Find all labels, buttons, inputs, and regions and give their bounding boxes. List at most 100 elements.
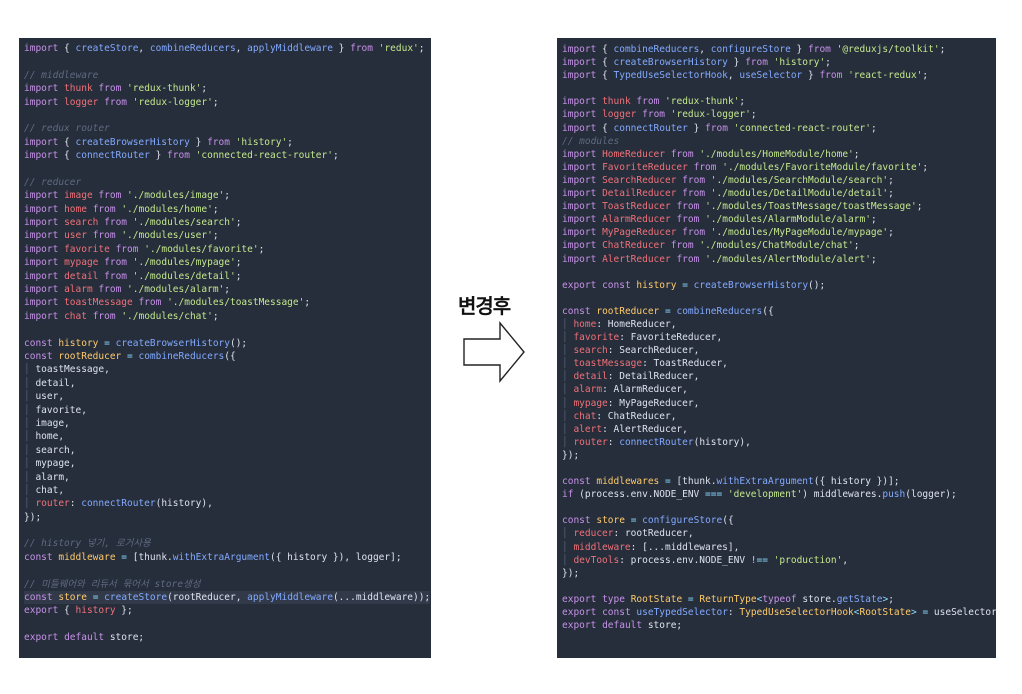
code-token: } [149,150,168,162]
code-token: detail, [35,377,76,389]
code-line: import { combineReducers, configureStore… [562,43,996,56]
code-token: './modules/ChatModule/chat' [699,240,854,252]
code-token: history [636,279,677,291]
code-token: ; [825,57,831,69]
code-token: │ [562,345,574,357]
code-token: import [562,122,597,134]
code-token: logger [64,96,99,108]
code-token: // history 넣기, 로거사용 [24,538,151,550]
code-token: './modules/MyPageModule/mypage' [710,227,889,239]
code-token: , [699,44,711,55]
code-line [562,82,996,95]
code-token: search, [35,444,76,456]
code-token: './modules/image' [127,190,225,202]
code-token: import [24,230,59,242]
code-token: chat [573,410,597,422]
code-line: if (process.env.NODE_ENV === 'developmen… [562,488,996,501]
code-token: const [24,592,53,604]
code-token: connectRouter [75,150,150,162]
code-token: './modules/toastMessage' [167,297,305,309]
code-token: } [687,122,706,134]
code-line: import { createStore, combineReducers, a… [24,42,430,55]
code-token: const [602,607,631,619]
code-line [24,564,430,577]
code-token: favorite [64,243,110,255]
code-token: │ [24,471,36,483]
code-token: , [842,554,849,566]
code-token: const [562,476,591,488]
code-token: === [705,489,723,501]
code-token: // redux router [24,123,110,135]
code-token: : DetailReducer, [607,371,700,383]
code-token: mypage [64,257,99,269]
code-line [562,462,996,475]
code-token: export [562,620,597,632]
code-token: // 미들웨어와 리듀서 묶어서 store생성 [24,578,201,590]
code-token: from [92,203,116,215]
code-token: useSelector; [928,607,996,619]
code-token: : rootReducer, [613,528,694,540]
code-token: 'history' [235,136,288,148]
code-token: from [104,96,128,108]
code-token: = [92,592,99,604]
code-token: from [819,70,843,82]
code-token: default [64,632,105,644]
code-line: import ChatReducer from './modules/ChatM… [562,239,996,252]
code-token: thunk [602,96,631,108]
code-line: import home from './modules/home'; [24,203,430,216]
code-token: 'redux-thunk' [127,83,202,95]
code-token: ; [224,190,230,202]
code-token: RootState [859,607,911,619]
code-line: // 미들웨어와 리듀서 묶어서 store생성 [24,578,430,591]
code-token: ({ [722,515,734,527]
code-token: } [332,43,351,54]
code-token: import [562,188,597,200]
code-token: alarm [64,284,93,296]
code-token: from [98,190,122,202]
code-line: import AlertReducer from './modules/Aler… [562,253,996,266]
code-token: ; [235,217,242,229]
code-token: │ [562,554,574,566]
code-line: │ devTools: process.env.NODE_ENV !== 'pr… [562,554,996,567]
code-line: export type RootState = ReturnType<typeo… [562,593,996,606]
code-line: // redux router [24,122,430,135]
code-token: { [58,136,76,148]
code-token: ; [201,83,208,95]
code-line: import { createBrowserHistory } from 'hi… [24,136,430,149]
code-token: useTypedSelector [636,607,728,619]
code-token: from [676,253,700,265]
code-token: user, [35,391,65,403]
code-token: import [24,270,59,282]
code-token: > [910,607,917,619]
code-token: toastMessage, [35,364,110,376]
code-token: './modules/ToastMessage/toastMessage' [705,201,917,213]
code-token: ; [870,214,877,226]
code-token: RootState [630,593,683,605]
code-token: useSelector [739,70,803,82]
code-token: connectRouter [613,122,688,134]
code-token: ; [304,297,311,309]
code-token: import [562,109,597,121]
code-token: configureStore [642,515,723,527]
code-token: = [665,305,671,317]
code-line: │ router: connectRouter(history), [24,497,430,510]
code-token: devTools [573,554,620,566]
code-line: │ router: connectRouter(history), [562,436,996,449]
code-token: = [104,337,110,349]
code-token: './modules/AlertModule/alert' [705,253,871,265]
code-token: AlarmReducer [602,214,671,226]
code-token: │ [24,377,36,389]
code-token: './modules/FavoriteModule/favorite' [722,161,923,173]
code-token: export [24,632,59,644]
code-line: const rootReducer = combineReducers({ [562,305,996,318]
code-token: import [562,240,597,252]
code-token: ; [853,148,860,160]
code-token: createStore [75,43,139,54]
code-token: }); [562,567,580,579]
code-token: { [596,122,614,134]
code-token: │ [562,371,574,383]
code-token: const [24,337,53,349]
code-line: const store = configureStore({ [562,514,996,527]
code-token: import [24,190,59,202]
code-token: : [607,436,620,448]
